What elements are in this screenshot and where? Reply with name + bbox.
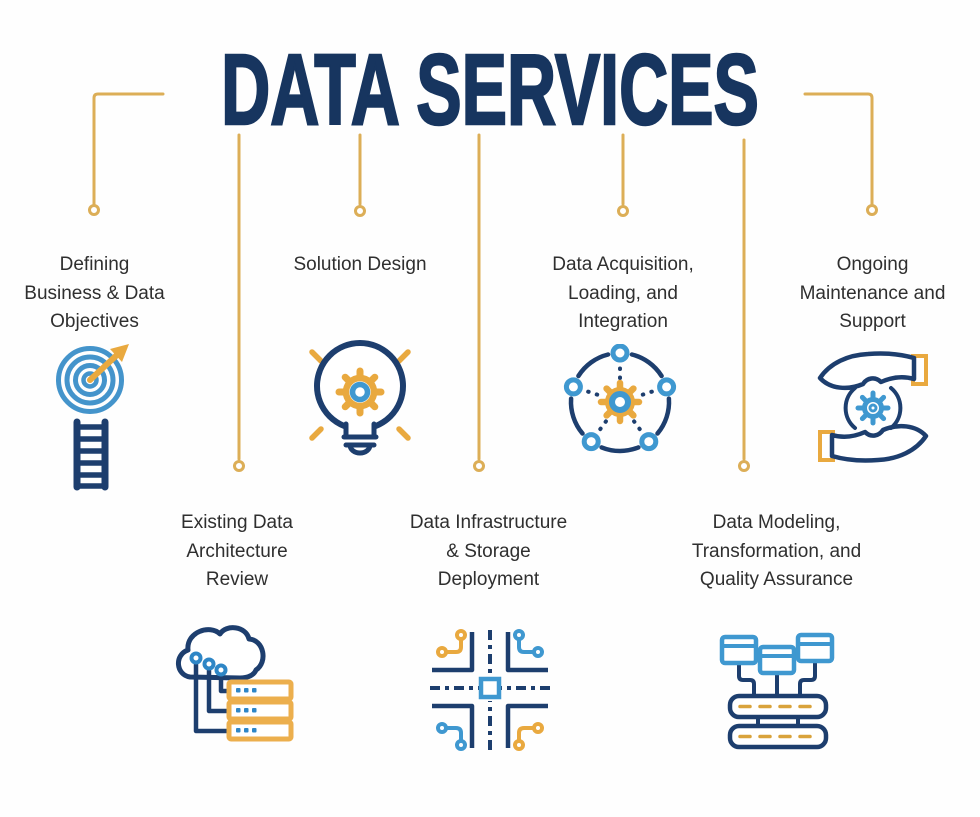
connector-ongoing-maintenance bbox=[803, 92, 878, 216]
label-line: Quality Assurance bbox=[699, 569, 854, 590]
connector-data-modeling bbox=[738, 138, 750, 472]
service-label-existing-architecture: Existing Data Architecture Review bbox=[137, 509, 337, 595]
label-line: Integration bbox=[578, 311, 668, 332]
service-label-defining-objectives: Defining Business & Data Objectives bbox=[2, 251, 187, 337]
connector-defining-objectives bbox=[88, 92, 165, 216]
label-line: Ongoing bbox=[836, 254, 909, 275]
label-line: Data Modeling, bbox=[712, 512, 841, 533]
gear-network-icon bbox=[556, 343, 686, 471]
label-line: Loading, and bbox=[568, 282, 678, 304]
service-label-solution-design: Solution Design bbox=[260, 251, 460, 280]
label-line: Data Acquisition, bbox=[552, 254, 694, 275]
target-ladder-icon bbox=[36, 342, 152, 497]
lightbulb-gear-icon bbox=[300, 334, 420, 481]
connector-data-acquisition bbox=[617, 133, 629, 217]
hands-gear-icon bbox=[810, 348, 936, 481]
label-line: Maintenance and bbox=[799, 282, 946, 304]
database-tree-icon bbox=[714, 630, 842, 757]
label-line: Business & Data bbox=[24, 282, 165, 304]
service-label-data-acquisition: Data Acquisition, Loading, and Integrati… bbox=[523, 251, 723, 337]
circuit-icon bbox=[428, 628, 552, 757]
label-line: Defining bbox=[59, 254, 130, 275]
label-line: Deployment bbox=[437, 569, 540, 590]
connector-data-infrastructure bbox=[473, 133, 485, 472]
label-line: Objectives bbox=[50, 311, 139, 332]
label-line: Solution Design bbox=[293, 254, 427, 275]
page-title: DATA SERVICES bbox=[220, 34, 759, 146]
service-label-ongoing-maintenance: Ongoing Maintenance and Support bbox=[770, 251, 975, 337]
label-line: Data Infrastructure bbox=[409, 512, 568, 533]
cloud-servers-icon bbox=[172, 620, 322, 755]
label-line: Transformation, and bbox=[691, 540, 862, 562]
label-line: Review bbox=[205, 569, 269, 590]
label-line: Existing Data bbox=[181, 512, 293, 533]
label-line: Architecture bbox=[186, 540, 288, 562]
label-line: & Storage bbox=[446, 540, 531, 562]
connector-solution-design bbox=[354, 133, 366, 217]
label-line: Support bbox=[839, 311, 906, 332]
service-label-data-infrastructure: Data Infrastructure & Storage Deployment bbox=[386, 509, 591, 595]
connector-existing-architecture bbox=[233, 133, 245, 472]
service-label-data-modeling: Data Modeling, Transformation, and Quali… bbox=[664, 509, 889, 595]
